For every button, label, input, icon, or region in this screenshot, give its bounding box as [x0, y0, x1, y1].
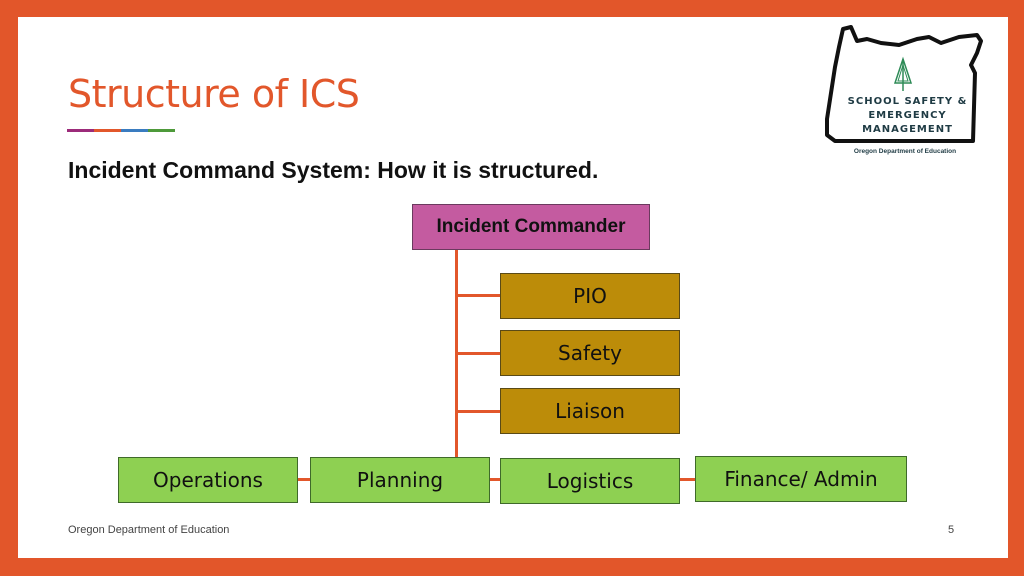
planning-box: Planning	[310, 457, 490, 503]
logo-text-line1: SCHOOL SAFETY &	[847, 96, 968, 107]
liaison-label: Liaison	[555, 399, 625, 423]
operations-label: Operations	[153, 468, 263, 492]
page-number: 5	[948, 524, 955, 536]
safety-box: Safety	[500, 330, 680, 376]
logo-caption: Oregon Department of Education	[853, 148, 957, 155]
slide: Structure of ICS Incident Command System…	[18, 17, 1008, 558]
safety-label: Safety	[558, 341, 622, 365]
liaison-box: Liaison	[500, 388, 680, 434]
incident-commander-box: Incident Commander	[412, 204, 650, 250]
title-underline-segment	[94, 129, 121, 132]
logo-text-line3: MANAGEMENT	[862, 124, 953, 135]
finance-admin-box: Finance/ Admin	[695, 456, 907, 502]
title-underline-segment	[67, 129, 94, 132]
vertical-connector	[455, 249, 458, 490]
logistics-label: Logistics	[546, 469, 634, 493]
planning-label: Planning	[356, 468, 444, 492]
oregon-outline-icon	[825, 25, 983, 143]
slide-subtitle: Incident Command System: How it is struc…	[68, 157, 599, 183]
pio-box: PIO	[500, 273, 680, 319]
incident-commander-label: Incident Commander	[436, 216, 626, 237]
title-underline	[67, 129, 175, 132]
pio-label: PIO	[573, 284, 607, 308]
footer-organization: Oregon Department of Education	[68, 524, 230, 536]
logistics-box: Logistics	[500, 458, 680, 504]
title-underline-segment	[121, 129, 148, 132]
safety-connector	[455, 352, 500, 355]
operations-box: Operations	[118, 457, 298, 503]
sections-connector	[298, 478, 695, 481]
pio-connector	[455, 294, 500, 297]
tree-icon	[893, 56, 913, 91]
finance-admin-label: Finance/ Admin	[724, 467, 878, 491]
slide-title: Structure of ICS	[68, 72, 360, 116]
logo-text-line2: EMERGENCY	[868, 110, 947, 121]
liaison-connector	[455, 410, 500, 413]
school-safety-logo: SCHOOL SAFETY & EMERGENCY MANAGEMENT Ore…	[821, 23, 991, 173]
title-underline-segment	[148, 129, 175, 132]
